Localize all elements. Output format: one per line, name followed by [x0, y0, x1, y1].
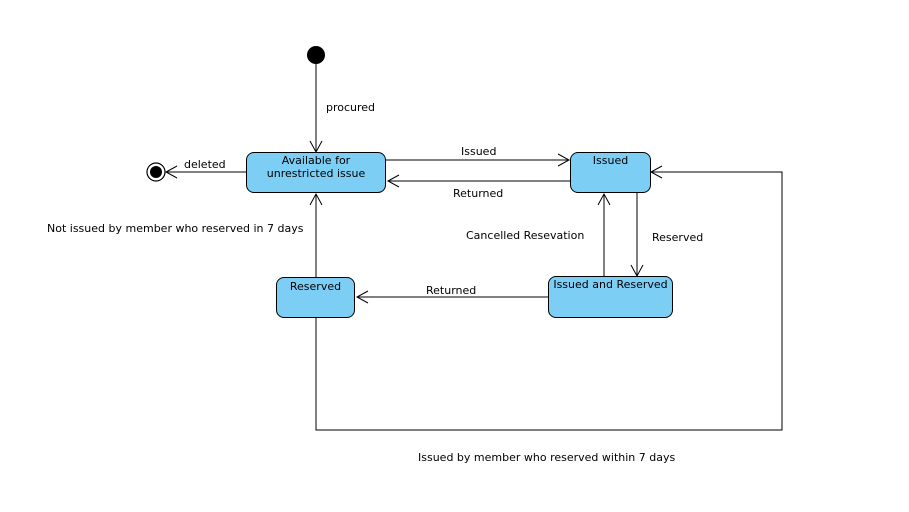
- label-issued: Issued: [461, 145, 497, 158]
- label-returned-to-available: Returned: [453, 187, 504, 200]
- state-issued-and-reserved: Issued and Reserved: [548, 276, 673, 318]
- edge-returned-to-reserved: [355, 290, 548, 304]
- label-cancelled-reservation: Cancelled Resevation: [466, 229, 585, 242]
- state-issued-and-reserved-label: Issued and Reserved: [553, 278, 668, 291]
- edge-procured: [309, 64, 323, 154]
- label-issued-within-7-days: Issued by member who reserved within 7 d…: [418, 451, 676, 464]
- state-available-label: Available for unrestricted issue: [266, 154, 366, 180]
- label-not-issued-in-7-days: Not issued by member who reserved in 7 d…: [47, 222, 304, 235]
- state-issued: Issued: [570, 152, 651, 193]
- edge-not-issued-in-7-days: [309, 192, 323, 277]
- state-available: Available for unrestricted issue: [246, 152, 386, 193]
- label-returned-to-reserved: Returned: [426, 284, 477, 297]
- edge-deleted: [164, 165, 246, 179]
- state-reserved-label: Reserved: [289, 280, 342, 293]
- label-procured: procured: [326, 101, 376, 114]
- label-reserved: Reserved: [652, 231, 704, 244]
- final-node: [146, 162, 166, 182]
- edge-issued-within-7-days: [315, 165, 783, 431]
- label-deleted: deleted: [184, 158, 226, 171]
- edge-reserved: [630, 193, 644, 278]
- edge-issued: [386, 153, 571, 167]
- state-reserved: Reserved: [276, 277, 355, 318]
- state-issued-label: Issued: [592, 154, 629, 167]
- edge-returned-to-available: [386, 174, 570, 188]
- initial-node: [307, 46, 325, 64]
- edge-cancelled-reservation: [597, 192, 611, 276]
